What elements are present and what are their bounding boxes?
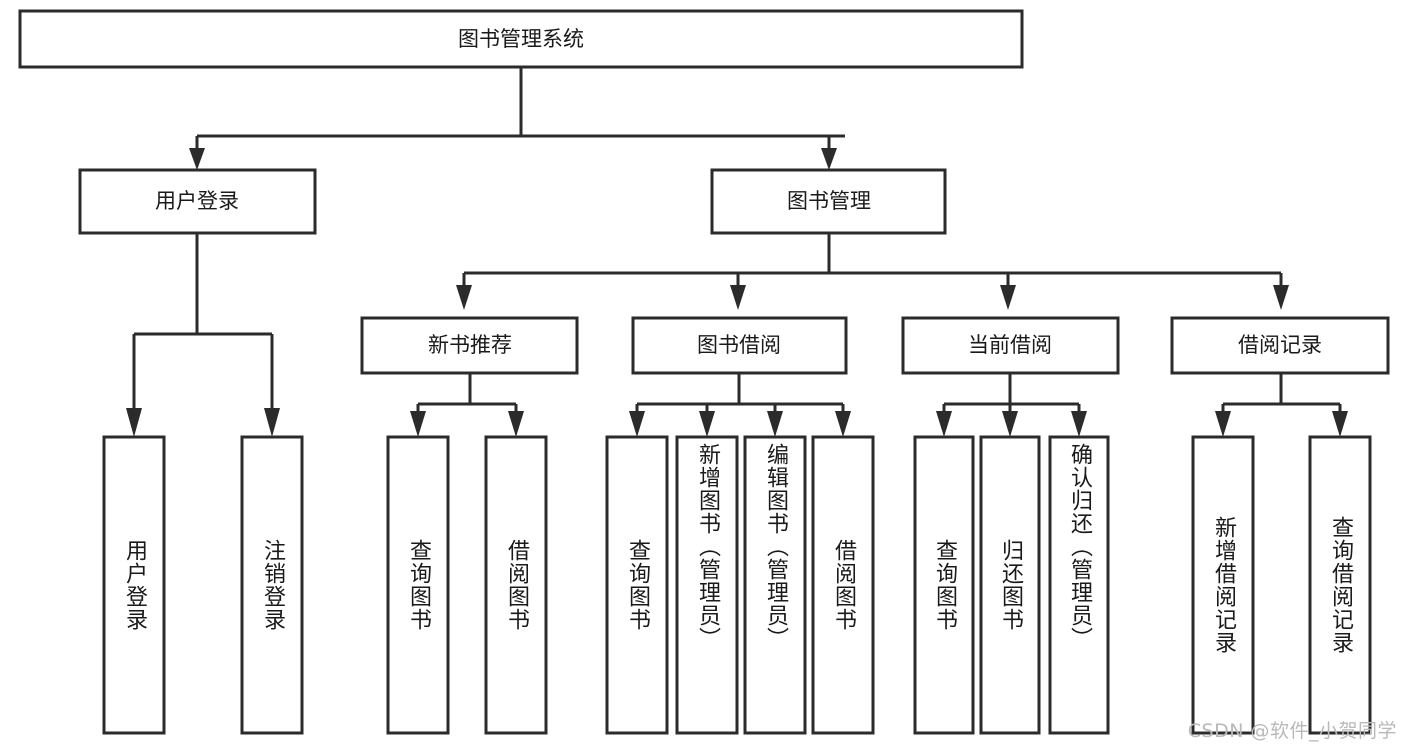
leaf-label-wrap-add-borrow-record: 新增借阅记录 — [1193, 437, 1253, 733]
arrow-head-borrow-record — [1273, 285, 1289, 310]
leaf-label-wrap-confirm-return: 确认归还（管理员） — [1050, 443, 1108, 733]
arrow-head-leaf-add-borrow-record — [1215, 411, 1231, 437]
leaf-label-user-logout: 注销登录 — [259, 539, 285, 631]
leaf-box-borrow-book-recommend[interactable] — [484, 435, 548, 735]
leaf-label-query-borrow-record: 查询借阅记录 — [1327, 516, 1353, 654]
connector-group-new-book-recommend — [410, 373, 524, 437]
arrow-head-book-borrow — [730, 285, 746, 310]
node-borrow-record-box[interactable] — [1170, 316, 1390, 375]
leaf-label-borrow-book-recommend: 借阅图书 — [503, 539, 529, 631]
node-new-book-recommend-label: 新书推荐 — [428, 333, 512, 357]
arrow-head-leaf-return-book — [1002, 411, 1018, 437]
arrow-head-current-borrow — [1000, 285, 1016, 310]
arrow-head-leaf-edit-book — [767, 411, 783, 437]
leaf-box-return-book[interactable] — [979, 435, 1041, 735]
connector-group-root — [189, 67, 845, 170]
leaf-box-user-login[interactable] — [102, 435, 166, 735]
leaf-box-confirm-return[interactable] — [1048, 435, 1110, 735]
connector-group-current-borrow — [936, 373, 1087, 437]
leaf-label-wrap-user-logout: 注销登录 — [242, 437, 302, 733]
leaf-label-wrap-borrow-book: 借阅图书 — [813, 437, 873, 733]
leaf-label-query-book-borrow: 查询图书 — [624, 539, 650, 631]
arrow-head-book-management — [821, 148, 837, 170]
node-root-label: 图书管理系统 — [458, 27, 584, 51]
leaf-box-query-book-recommend[interactable] — [386, 435, 450, 735]
node-new-book-recommend-box[interactable] — [360, 316, 579, 375]
leaf-label-wrap-query-book-recommend: 查询图书 — [388, 437, 448, 733]
node-book-borrow-box[interactable] — [631, 316, 848, 375]
arrow-head-leaf-user-logout — [264, 408, 280, 437]
node-book-borrow-label: 图书借阅 — [697, 333, 781, 357]
leaf-label-wrap-query-borrow-record: 查询借阅记录 — [1310, 437, 1370, 733]
leaf-label-return-book: 归还图书 — [997, 539, 1023, 631]
leaf-label-wrap-add-book: 新增图书（管理员） — [677, 443, 737, 733]
leaf-label-wrap-edit-book: 编辑图书（管理员） — [745, 443, 805, 733]
leaf-label-query-book-recommend: 查询图书 — [405, 539, 431, 631]
leaf-label-wrap-user-login: 用户登录 — [104, 437, 164, 733]
node-user-login-box[interactable] — [78, 168, 317, 235]
leaf-label-add-book: 新增图书（管理员） — [694, 443, 720, 650]
connector-group-borrow-record — [1215, 373, 1348, 437]
watermark-text: CSDN @软件_小贺同学 — [1187, 720, 1397, 742]
leaf-box-query-book-borrow[interactable] — [605, 435, 669, 735]
arrow-head-leaf-borrow-book-recommend — [508, 411, 524, 437]
arrow-head-leaf-query-borrow-record — [1332, 411, 1348, 437]
node-user-login[interactable]: 用户登录 — [78, 168, 317, 235]
arrow-head-leaf-borrow-book — [835, 411, 851, 437]
leaf-box-edit-book[interactable] — [743, 435, 807, 735]
arrow-head-leaf-query-book-recommend — [410, 411, 426, 437]
connector-group-book-borrow — [629, 373, 851, 437]
node-current-borrow-label: 当前借阅 — [968, 333, 1052, 357]
node-book-management-label: 图书管理 — [787, 189, 871, 213]
node-new-book-recommend[interactable]: 新书推荐 — [360, 316, 579, 375]
leaf-box-query-borrow-record[interactable] — [1308, 435, 1372, 735]
arrow-head-leaf-confirm-return — [1071, 411, 1087, 437]
node-root-box[interactable] — [18, 9, 1024, 69]
leaf-label-wrap-borrow-book-recommend: 借阅图书 — [486, 437, 546, 733]
arrow-head-leaf-user-login — [126, 408, 142, 437]
arrow-head-user-login — [189, 148, 205, 170]
leaf-box-add-borrow-record[interactable] — [1191, 435, 1255, 735]
leaf-boxes-group — [102, 435, 1372, 735]
leaf-label-edit-book: 编辑图书（管理员） — [762, 443, 788, 650]
node-user-login-label: 用户登录 — [155, 189, 239, 213]
leaf-label-confirm-return: 确认归还（管理员） — [1066, 443, 1092, 650]
leaf-box-query-book-current[interactable] — [913, 435, 975, 735]
connector-group-book-management — [456, 233, 1289, 310]
leaf-label-user-login: 用户登录 — [121, 539, 147, 631]
node-current-borrow[interactable]: 当前借阅 — [901, 316, 1120, 375]
leaf-label-borrow-book: 借阅图书 — [830, 539, 856, 631]
arrow-head-new-book-recommend — [456, 285, 472, 310]
leaf-box-user-logout[interactable] — [240, 435, 304, 735]
leaf-label-add-borrow-record: 新增借阅记录 — [1210, 516, 1236, 654]
arrow-head-leaf-query-book-current — [936, 411, 952, 437]
leaf-box-add-book[interactable] — [675, 435, 739, 735]
node-book-management[interactable]: 图书管理 — [710, 168, 947, 235]
connector-group-user-login — [126, 233, 280, 437]
leaf-box-borrow-book[interactable] — [811, 435, 875, 735]
arrow-head-leaf-query-book-borrow — [629, 411, 645, 437]
node-book-borrow[interactable]: 图书借阅 — [631, 316, 848, 375]
arrow-head-leaf-add-book — [699, 411, 715, 437]
leaf-label-query-book-current: 查询图书 — [931, 539, 957, 631]
leaf-label-wrap-query-book-borrow: 查询图书 — [607, 437, 667, 733]
node-borrow-record[interactable]: 借阅记录 — [1170, 316, 1390, 375]
node-root[interactable]: 图书管理系统 — [18, 9, 1024, 69]
node-current-borrow-box[interactable] — [901, 316, 1120, 375]
node-book-management-box[interactable] — [710, 168, 947, 235]
node-borrow-record-label: 借阅记录 — [1238, 333, 1322, 357]
leaf-label-wrap-return-book: 归还图书 — [981, 437, 1039, 733]
leaf-label-wrap-query-book-current: 查询图书 — [915, 437, 973, 733]
